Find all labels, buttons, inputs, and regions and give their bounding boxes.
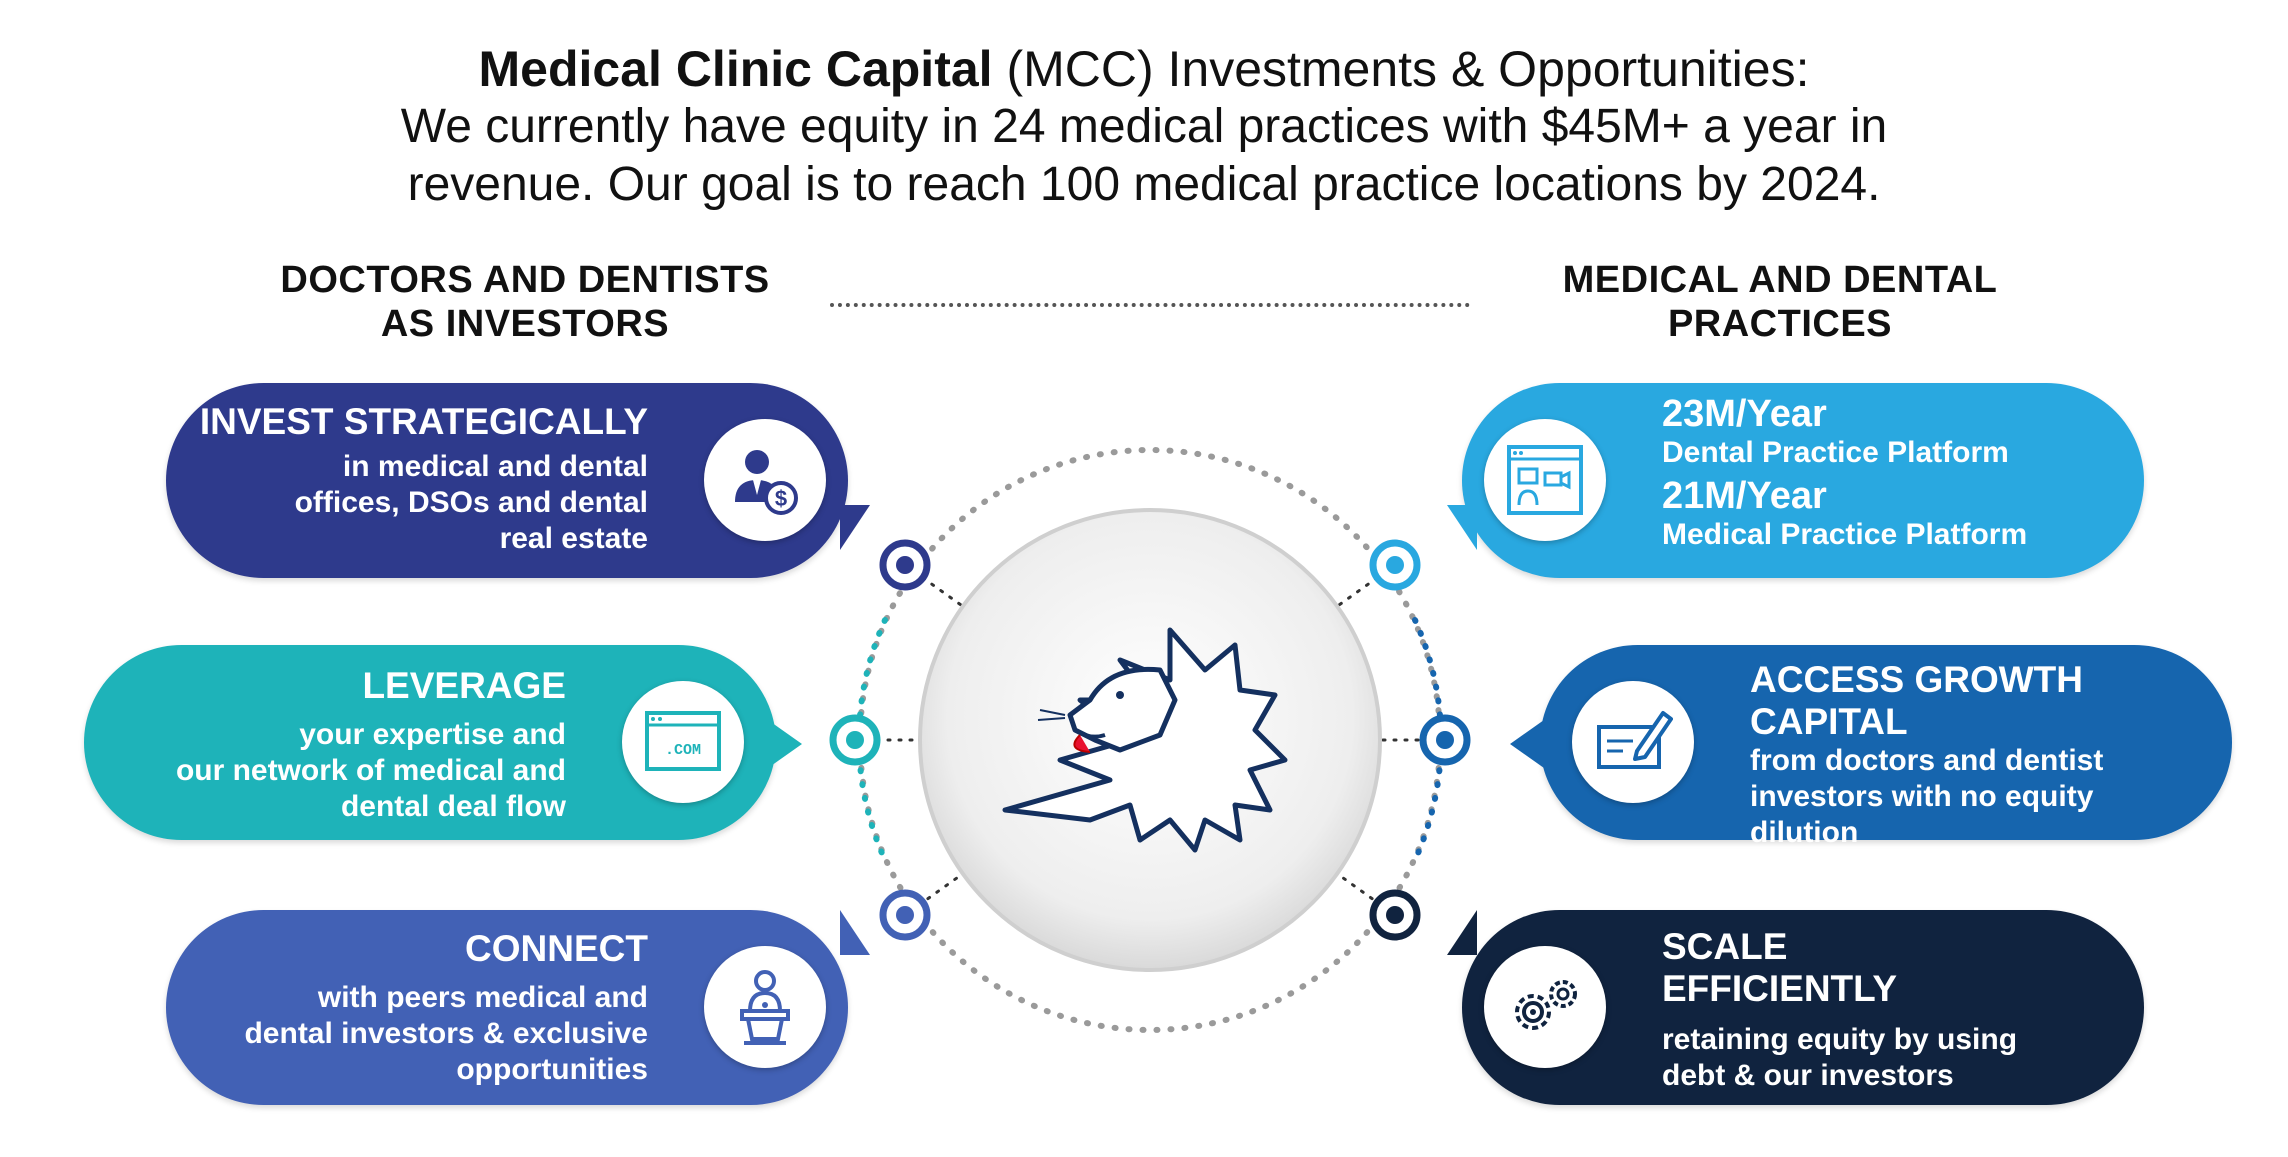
card-desc-line: dental deal flow — [340, 790, 566, 823]
card-leverage: LEVERAGE your expertise and our network … — [84, 645, 776, 840]
card-desc-line: dental investors & exclusive — [244, 1017, 648, 1050]
card-pointer — [1510, 720, 1544, 768]
card-title: LEVERAGE — [362, 665, 566, 706]
check-signing-icon — [1572, 681, 1694, 803]
speaker-podium-icon — [704, 946, 826, 1068]
heading-divider — [830, 303, 1470, 307]
dental-revenue-stat: 23M/Year — [1662, 393, 1827, 435]
gears-icon — [1484, 946, 1606, 1068]
card-desc-line: from doctors and dentist — [1750, 744, 2104, 777]
node-right-top — [1369, 539, 1421, 591]
node-left-top — [879, 539, 931, 591]
medical-platform-label: Medical Practice Platform — [1662, 518, 2028, 551]
card-desc-line: with peers medical and — [317, 981, 648, 1014]
card-desc-line: debt & our investors — [1662, 1059, 1954, 1092]
card-connect: CONNECT with peers medical and dental in… — [166, 910, 848, 1105]
card-platform-revenue: 23M/Year Dental Practice Platform 21M/Ye… — [1462, 383, 2144, 578]
card-title-line: EFFICIENTLY — [1662, 968, 1898, 1009]
node-left-mid — [829, 714, 881, 766]
card-scale-efficiently: SCALE EFFICIENTLY retaining equity by us… — [1462, 910, 2144, 1105]
card-title: INVEST STRATEGICALLY — [199, 401, 648, 442]
right-heading-line-1: MEDICAL AND DENTAL — [1562, 259, 1998, 301]
investor-dollar-icon: $ — [704, 419, 826, 541]
card-desc-line: in medical and dental — [342, 450, 648, 483]
card-title-line: SCALE — [1662, 926, 1788, 967]
card-title-line: ACCESS GROWTH — [1750, 659, 2083, 700]
card-desc-line: dilution — [1750, 816, 1859, 849]
node-left-bot — [879, 889, 931, 941]
header-title: Medical Clinic Capital (MCC) Investments… — [0, 40, 2288, 98]
card-desc-line: offices, DSOs and dental — [294, 486, 648, 519]
node-right-bot — [1369, 889, 1421, 941]
svg-text:.COM: .COM — [665, 742, 701, 759]
node-right-mid — [1419, 714, 1471, 766]
svg-text:$: $ — [775, 486, 787, 511]
left-column-heading: DOCTORS AND DENTISTS AS INVESTORS — [240, 258, 810, 346]
header-line-2: We currently have equity in 24 medical p… — [400, 100, 1888, 153]
card-title: CONNECT — [465, 928, 648, 969]
header-line-3: revenue. Our goal is to reach 100 medica… — [407, 158, 1881, 211]
card-pointer — [1447, 910, 1477, 955]
video-call-icon — [1484, 419, 1606, 541]
card-desc-line: retaining equity by using — [1662, 1023, 2018, 1056]
card-invest-strategically: INVEST STRATEGICALLY in medical and dent… — [166, 383, 848, 578]
card-title-line: CAPITAL — [1750, 701, 1908, 742]
page-header: Medical Clinic Capital (MCC) Investments… — [0, 40, 2288, 214]
card-desc-line: investors with no equity — [1750, 780, 2094, 813]
left-heading-line-1: DOCTORS AND DENTISTS — [280, 259, 770, 301]
right-column-heading: MEDICAL AND DENTAL PRACTICES — [1490, 258, 2070, 346]
header-title-rest: (MCC) Investments & Opportunities: — [992, 41, 1810, 97]
card-access-growth-capital: ACCESS GROWTH CAPITAL from doctors and d… — [1540, 645, 2232, 849]
card-pointer — [840, 910, 870, 955]
brand-name: Medical Clinic Capital — [478, 41, 993, 97]
browser-com-icon: .COM — [622, 681, 744, 803]
card-desc-line: your expertise and — [299, 718, 566, 751]
dental-platform-label: Dental Practice Platform — [1662, 436, 2009, 469]
card-pointer — [768, 720, 802, 768]
medical-revenue-stat: 21M/Year — [1662, 475, 1827, 517]
card-desc-line: opportunities — [456, 1053, 648, 1086]
card-desc-line: our network of medical and — [175, 754, 566, 787]
card-pointer — [840, 505, 870, 550]
left-heading-line-2: AS INVESTORS — [380, 303, 670, 345]
right-heading-line-2: PRACTICES — [1667, 303, 1893, 345]
lion-head-icon — [1002, 627, 1288, 853]
card-desc-line: real estate — [499, 522, 648, 555]
card-pointer — [1447, 505, 1477, 550]
